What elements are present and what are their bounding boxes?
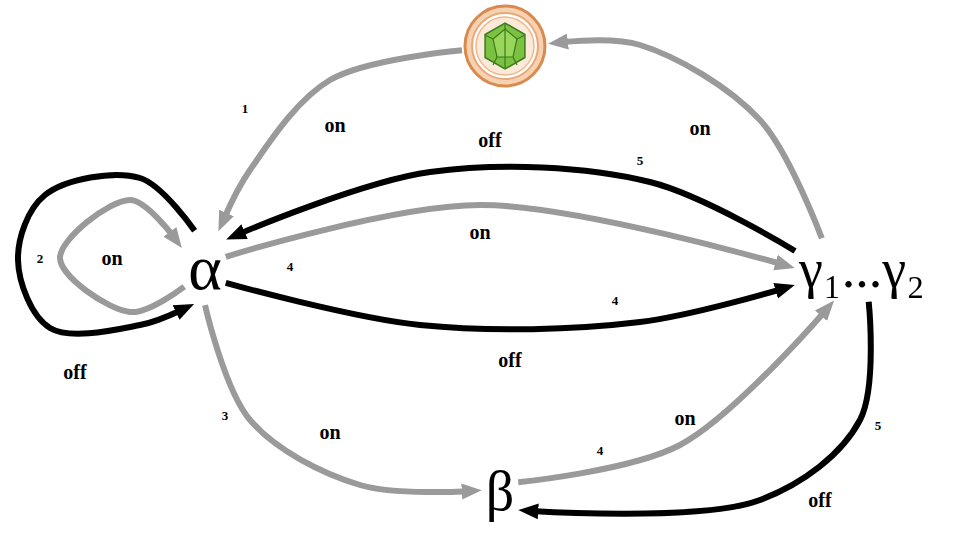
callout-box: 4 xyxy=(595,441,606,459)
transition-arrow xyxy=(226,283,782,329)
edge-label: off xyxy=(476,129,503,151)
edge-label-box: on xyxy=(317,421,342,443)
edge-label: on xyxy=(467,221,492,243)
edge-label: on xyxy=(687,117,712,139)
transition-arrow xyxy=(60,200,184,312)
callout-box: 1 xyxy=(240,99,251,117)
callout-number: 4 xyxy=(285,260,296,274)
state-name: α xyxy=(188,233,222,303)
state-node: α xyxy=(184,231,226,305)
callout-number: 4 xyxy=(610,294,621,308)
edge-label: on xyxy=(322,114,347,136)
callout-box: 2 xyxy=(35,249,46,267)
callout-number: 2 xyxy=(35,252,46,266)
edge-label-box: off xyxy=(61,361,88,383)
transition-arrow xyxy=(205,305,468,492)
edge-label-box: on xyxy=(99,247,124,269)
edge-label: on xyxy=(317,421,342,443)
callout-number: 1 xyxy=(240,102,251,116)
edge-label-box: on xyxy=(467,221,492,243)
callout-number: 3 xyxy=(220,409,231,423)
phage-icon xyxy=(462,3,548,89)
callout-number: 5 xyxy=(635,154,646,168)
transition-arrow xyxy=(226,205,782,264)
state-node: β xyxy=(482,459,519,525)
transition-arrow xyxy=(18,175,195,334)
edge-label: on xyxy=(99,247,124,269)
transition-arrow xyxy=(562,40,822,238)
edge-label: off xyxy=(496,349,523,371)
edge-label-box: off xyxy=(476,129,503,151)
edge-label: off xyxy=(806,489,833,511)
callout-box: 5 xyxy=(635,151,646,169)
edge-label-box: off xyxy=(806,489,833,511)
state-name: γ₁...γ₂ xyxy=(799,240,925,299)
callout-number: 5 xyxy=(873,419,884,433)
callout-box: 5 xyxy=(873,416,884,434)
edge-label-box: on xyxy=(687,117,712,139)
state-node: γ₁...γ₂ xyxy=(795,238,929,301)
edge-label: off xyxy=(61,361,88,383)
edge-label-box: off xyxy=(496,349,523,371)
callout-box: 4 xyxy=(610,291,621,309)
callout-box: 4 xyxy=(285,257,296,275)
callout-box: 3 xyxy=(220,406,231,424)
edge-label-box: on xyxy=(322,114,347,136)
state-name: β xyxy=(486,461,515,523)
phage-symbol xyxy=(462,3,548,89)
edge-label-box: on xyxy=(672,407,697,429)
edge-label: on xyxy=(672,407,697,429)
transition-arrow xyxy=(518,311,825,482)
callout-number: 4 xyxy=(595,444,606,458)
transition-arrow xyxy=(532,302,871,514)
